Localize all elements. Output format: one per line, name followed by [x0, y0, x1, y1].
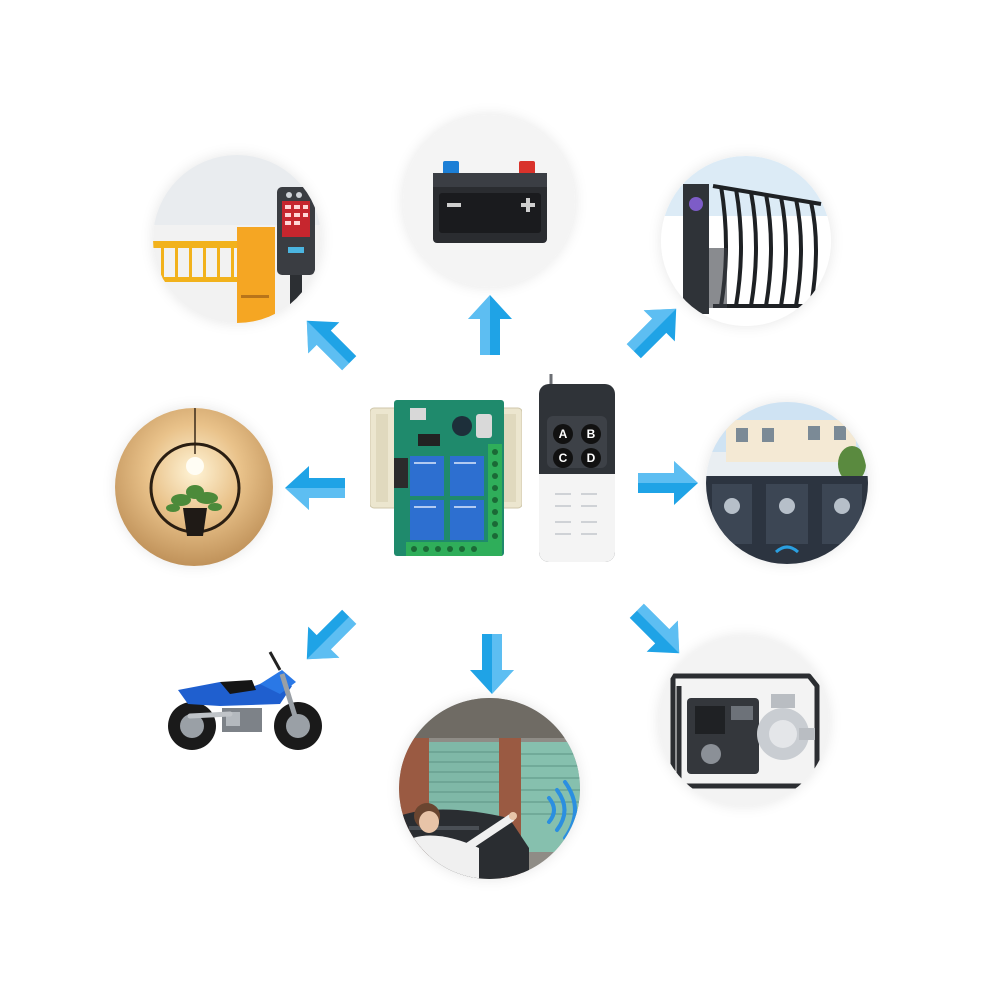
lamp-icon [115, 408, 273, 566]
gate-icon [661, 156, 831, 326]
arrow-up-right-icon [615, 290, 695, 370]
battery-image [403, 115, 575, 287]
garage-door-image [399, 698, 580, 879]
arrow-up-left-icon [288, 302, 368, 382]
barrier-gate-icon [153, 155, 321, 323]
arrow-up-icon [450, 285, 530, 365]
villa-gate-image [706, 402, 868, 564]
battery-icon [403, 115, 575, 287]
iron-gate-image [661, 156, 831, 326]
pendant-lamp-image [115, 408, 273, 566]
remote-button-b[interactable]: B [581, 424, 601, 444]
motorcycle-image [160, 646, 330, 756]
arrow-down-right-icon [618, 592, 698, 672]
villa-gate-icon [706, 402, 868, 564]
arrow-left-icon [275, 448, 355, 528]
remote-button-a[interactable]: A [553, 424, 573, 444]
parking-barrier-image [153, 155, 321, 323]
remote-control: A B C D [537, 372, 617, 564]
garage-door-icon [399, 698, 580, 879]
relay-blocks [410, 456, 484, 540]
remote-button-c[interactable]: C [553, 448, 573, 468]
arrow-down-icon [452, 624, 532, 704]
arrow-right-icon [628, 443, 708, 523]
relay-receiver-board [370, 400, 522, 560]
motorcycle-icon [168, 651, 322, 750]
remote-button-d[interactable]: D [581, 448, 601, 468]
arrow-down-left-icon [288, 598, 368, 678]
